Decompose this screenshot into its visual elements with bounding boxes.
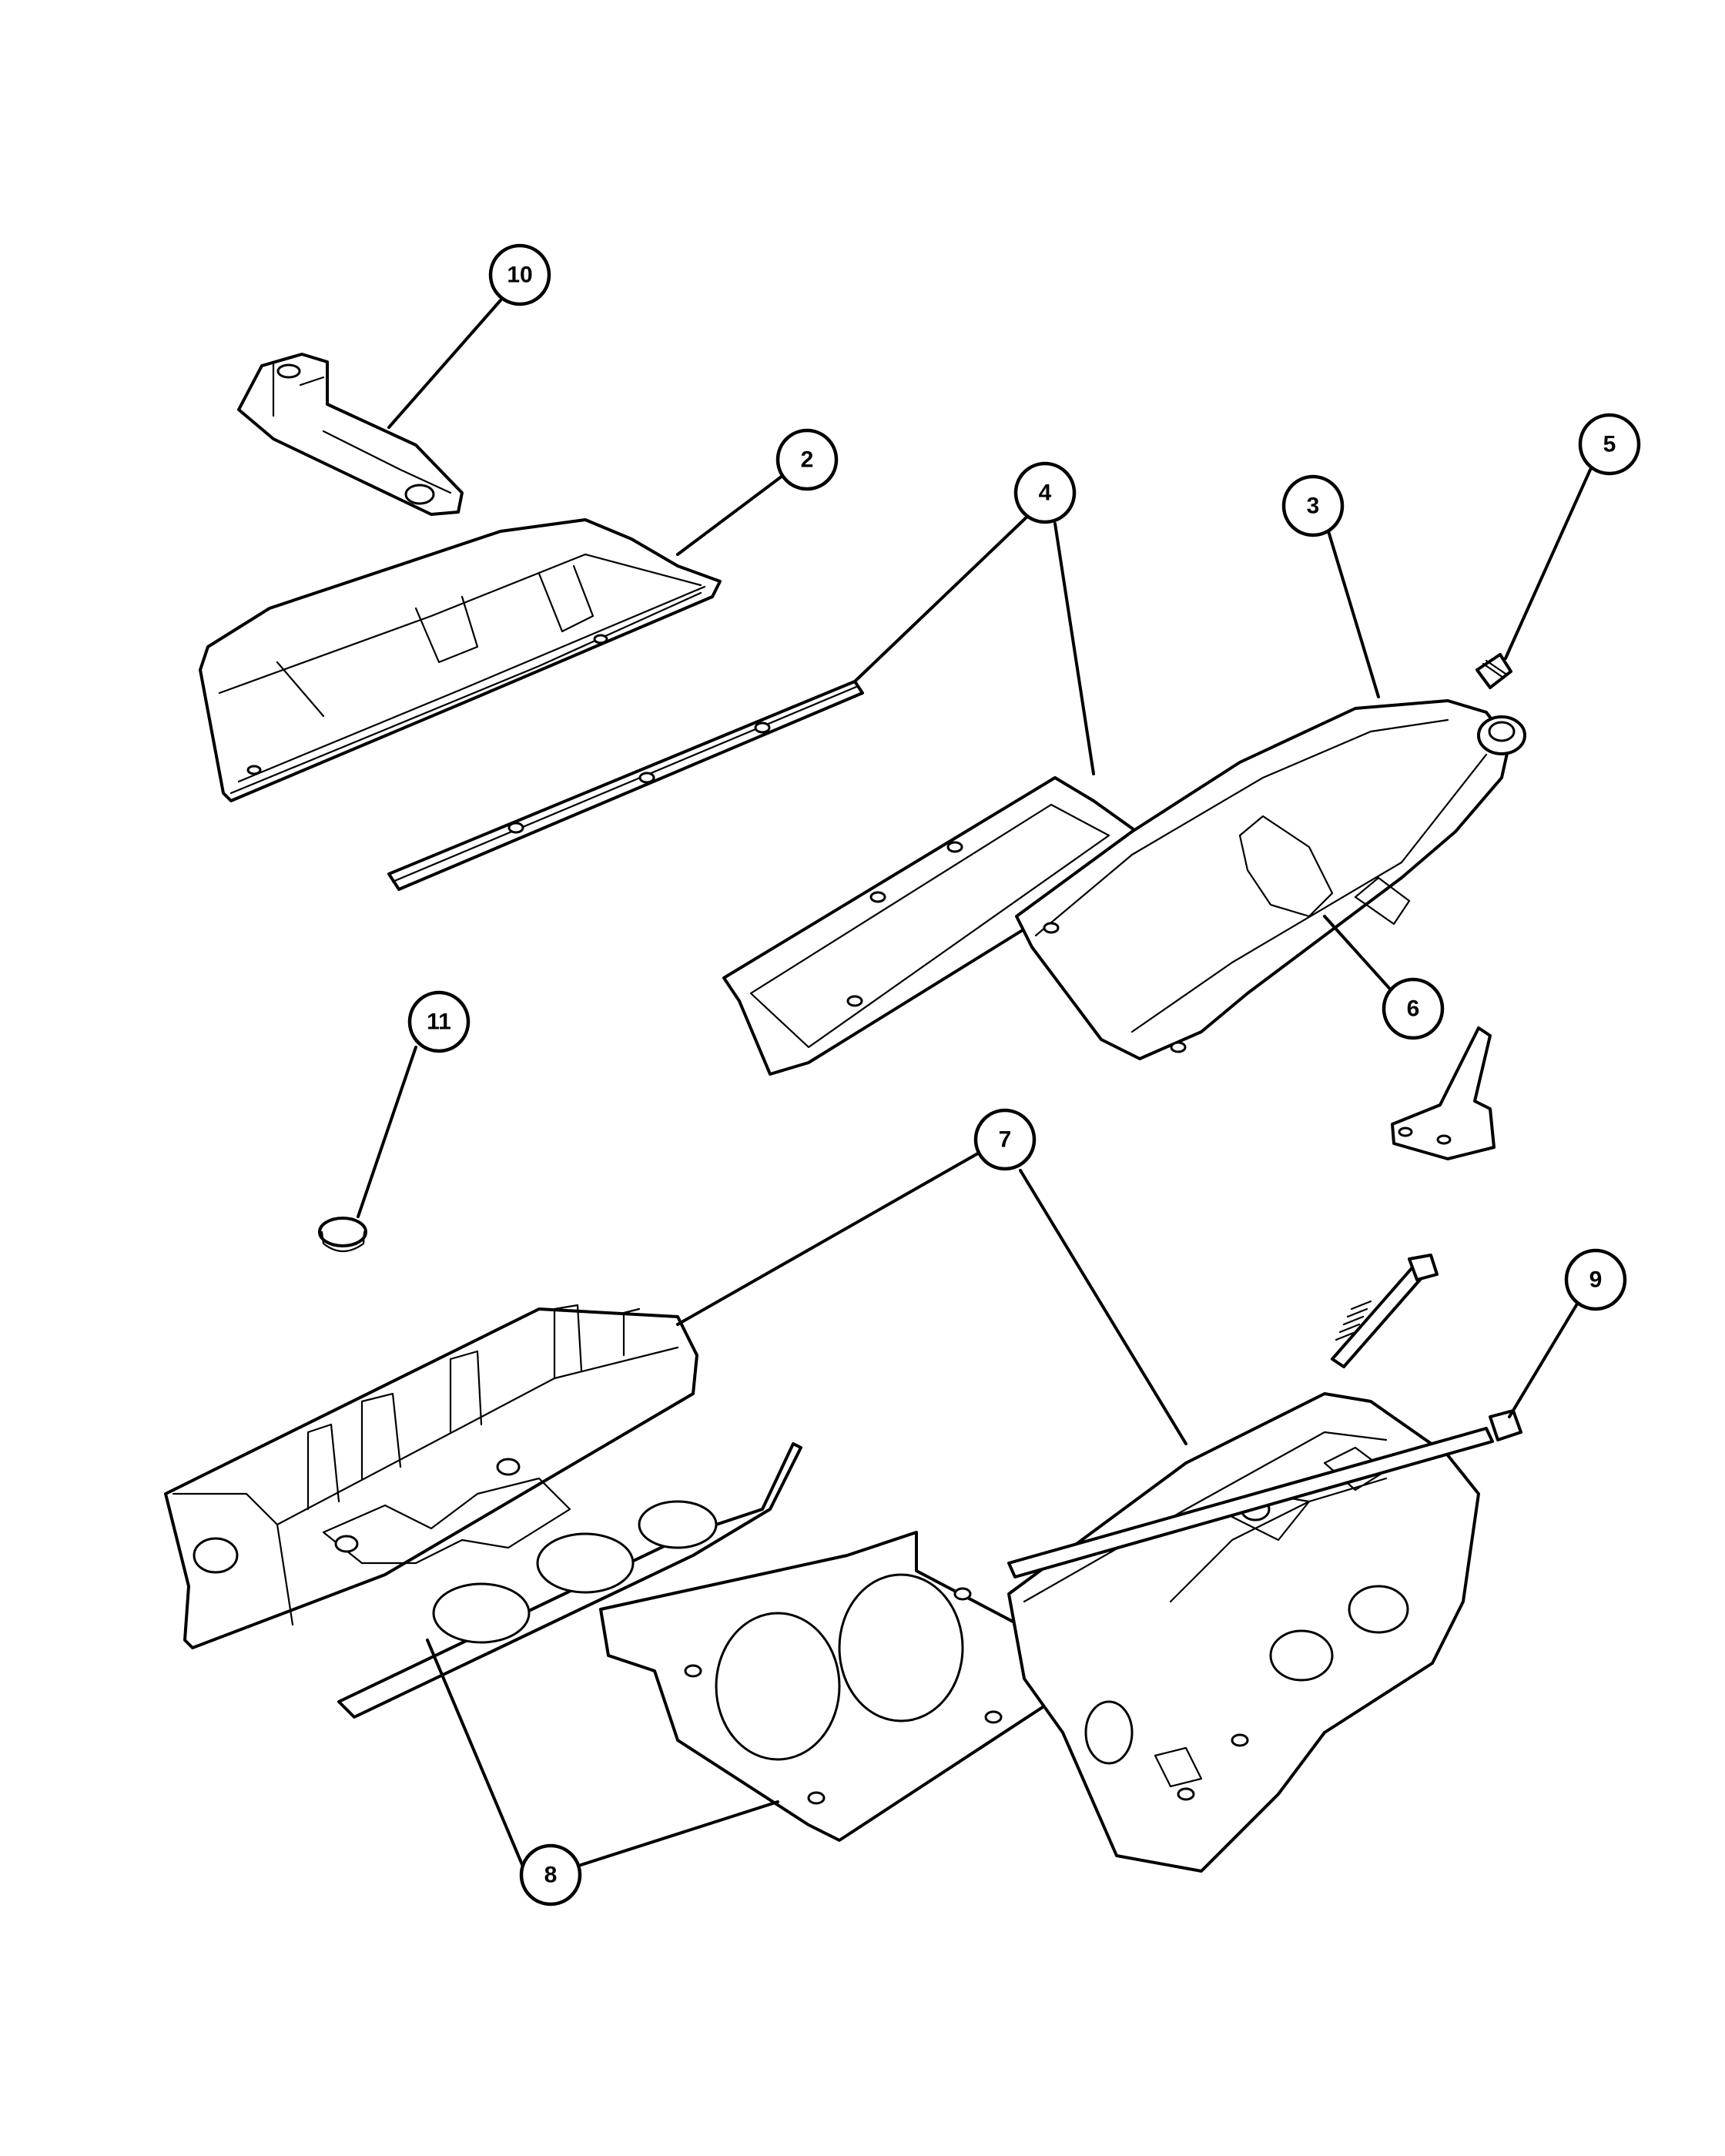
- valve-cover-part-3: [1015, 699, 1526, 1060]
- callout-4-label: 4: [1039, 480, 1052, 506]
- leader-11: [357, 1046, 417, 1218]
- callout-11-label: 11: [427, 1009, 451, 1035]
- callout-7-label: 7: [999, 1127, 1012, 1153]
- callout-2: 2: [775, 428, 839, 491]
- callout-8: 8: [519, 1843, 582, 1907]
- callout-2-label: 2: [801, 447, 814, 473]
- head-gasket-right-part-8: [599, 1531, 1064, 1842]
- plug-part-11: [318, 1217, 367, 1253]
- leader-2: [676, 472, 787, 556]
- callout-3-label: 3: [1307, 494, 1320, 519]
- leader-10: [387, 299, 502, 429]
- leader-lines: [357, 299, 1592, 1888]
- leader-9: [1508, 1300, 1580, 1418]
- bracket-right: [1391, 1026, 1496, 1160]
- leader-3: [1327, 530, 1380, 698]
- leader-5: [1504, 468, 1592, 660]
- leader-8a: [426, 1639, 533, 1888]
- bracket-part-10: [237, 353, 464, 516]
- callout-5-label: 5: [1603, 432, 1616, 457]
- head-bolt-part-9: [1007, 1254, 1522, 1578]
- callout-6-label: 6: [1407, 996, 1420, 1022]
- leader-4a: [853, 511, 1033, 683]
- callout-9-label: 9: [1589, 1267, 1603, 1293]
- callout-8-label: 8: [544, 1863, 558, 1888]
- valve-cover-part-2: [199, 518, 722, 802]
- callout-10: 10: [488, 243, 551, 306]
- leader-6: [1323, 915, 1395, 995]
- leader-7b: [1019, 1169, 1187, 1445]
- callout-9: 9: [1564, 1248, 1627, 1311]
- callout-10-label: 10: [507, 263, 532, 288]
- leader-4b: [1053, 522, 1095, 775]
- callout-11: 11: [407, 990, 471, 1053]
- fitting-part-5: [1475, 653, 1512, 689]
- callout-4: 4: [1013, 461, 1077, 524]
- callout-5: 5: [1578, 413, 1641, 476]
- valve-cover-gasket-upper-part-4: [387, 680, 864, 891]
- cylinder-head-left-part-7: [164, 1304, 698, 1649]
- callout-7: 7: [973, 1108, 1037, 1171]
- leader-8b: [572, 1800, 779, 1869]
- callout-6: 6: [1382, 977, 1445, 1040]
- valve-cover-gasket-lower-part-4: [722, 776, 1149, 1076]
- leader-7a: [676, 1150, 983, 1326]
- head-gasket-left-part-8: [337, 1442, 802, 1719]
- callout-3: 3: [1281, 474, 1345, 537]
